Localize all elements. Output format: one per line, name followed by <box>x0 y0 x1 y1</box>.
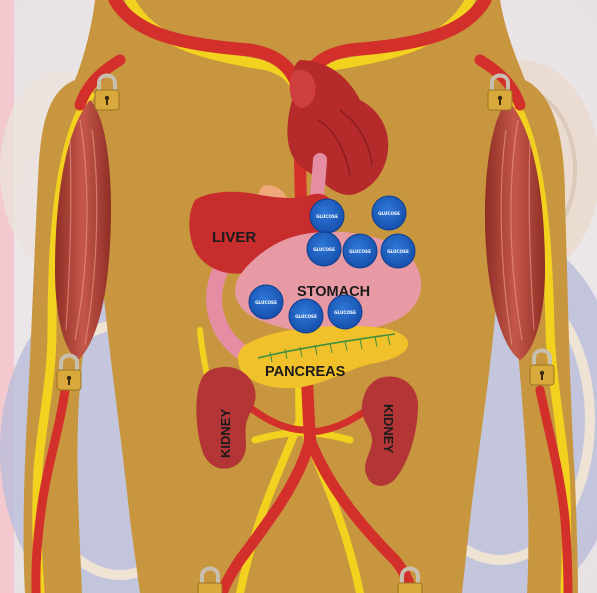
glucose-disc[interactable]: GLUCOSE <box>343 234 377 268</box>
pancreas-label: PANCREAS <box>265 364 346 380</box>
svg-text:GLUCOSE: GLUCOSE <box>255 300 277 305</box>
glucose-disc[interactable]: GLUCOSE <box>381 234 415 268</box>
glucose-disc[interactable]: GLUCOSE <box>249 285 283 319</box>
svg-text:GLUCOSE: GLUCOSE <box>387 249 409 254</box>
svg-text:GLUCOSE: GLUCOSE <box>295 314 317 319</box>
glucose-disc[interactable]: GLUCOSE <box>307 232 341 266</box>
glucose-disc[interactable]: GLUCOSE <box>310 199 344 233</box>
kidney-left-label: KIDNEY <box>218 409 233 458</box>
kidney-right-label: KIDNEY <box>381 404 396 453</box>
stomach-label: STOMACH <box>297 284 370 300</box>
glucose-disc[interactable]: GLUCOSE <box>289 299 323 333</box>
svg-text:GLUCOSE: GLUCOSE <box>378 211 400 216</box>
svg-text:GLUCOSE: GLUCOSE <box>313 247 335 252</box>
svg-text:GLUCOSE: GLUCOSE <box>349 249 371 254</box>
liver-label: LIVER <box>212 229 256 246</box>
svg-text:GLUCOSE: GLUCOSE <box>316 214 338 219</box>
glucose-disc[interactable]: GLUCOSE <box>372 196 406 230</box>
glucose-disc[interactable]: GLUCOSE <box>328 295 362 329</box>
svg-text:GLUCOSE: GLUCOSE <box>334 310 356 315</box>
